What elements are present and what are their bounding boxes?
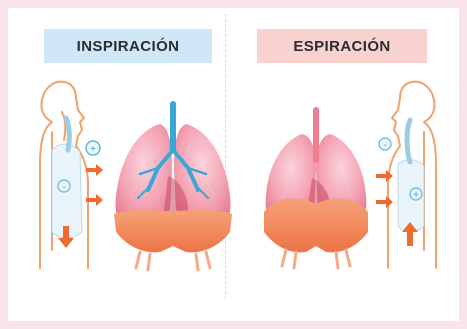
diaphragm-icon bbox=[264, 199, 368, 268]
svg-text:+: + bbox=[90, 144, 96, 155]
carbon-dioxide-bubble-icon: - bbox=[58, 180, 70, 193]
svg-text:-: - bbox=[62, 182, 65, 193]
oxygen-bubble-icon: + bbox=[86, 141, 100, 155]
oxygen-bubble-icon: + bbox=[410, 188, 422, 201]
air-flow-arrow-icon bbox=[376, 170, 393, 208]
lungs-icon bbox=[116, 104, 231, 224]
diaphragm-icon bbox=[114, 210, 232, 270]
carbon-dioxide-bubble-icon: - bbox=[379, 138, 391, 151]
svg-text:+: + bbox=[413, 190, 419, 201]
airway bbox=[66, 118, 69, 150]
airway bbox=[407, 120, 410, 162]
svg-text:-: - bbox=[383, 140, 386, 151]
